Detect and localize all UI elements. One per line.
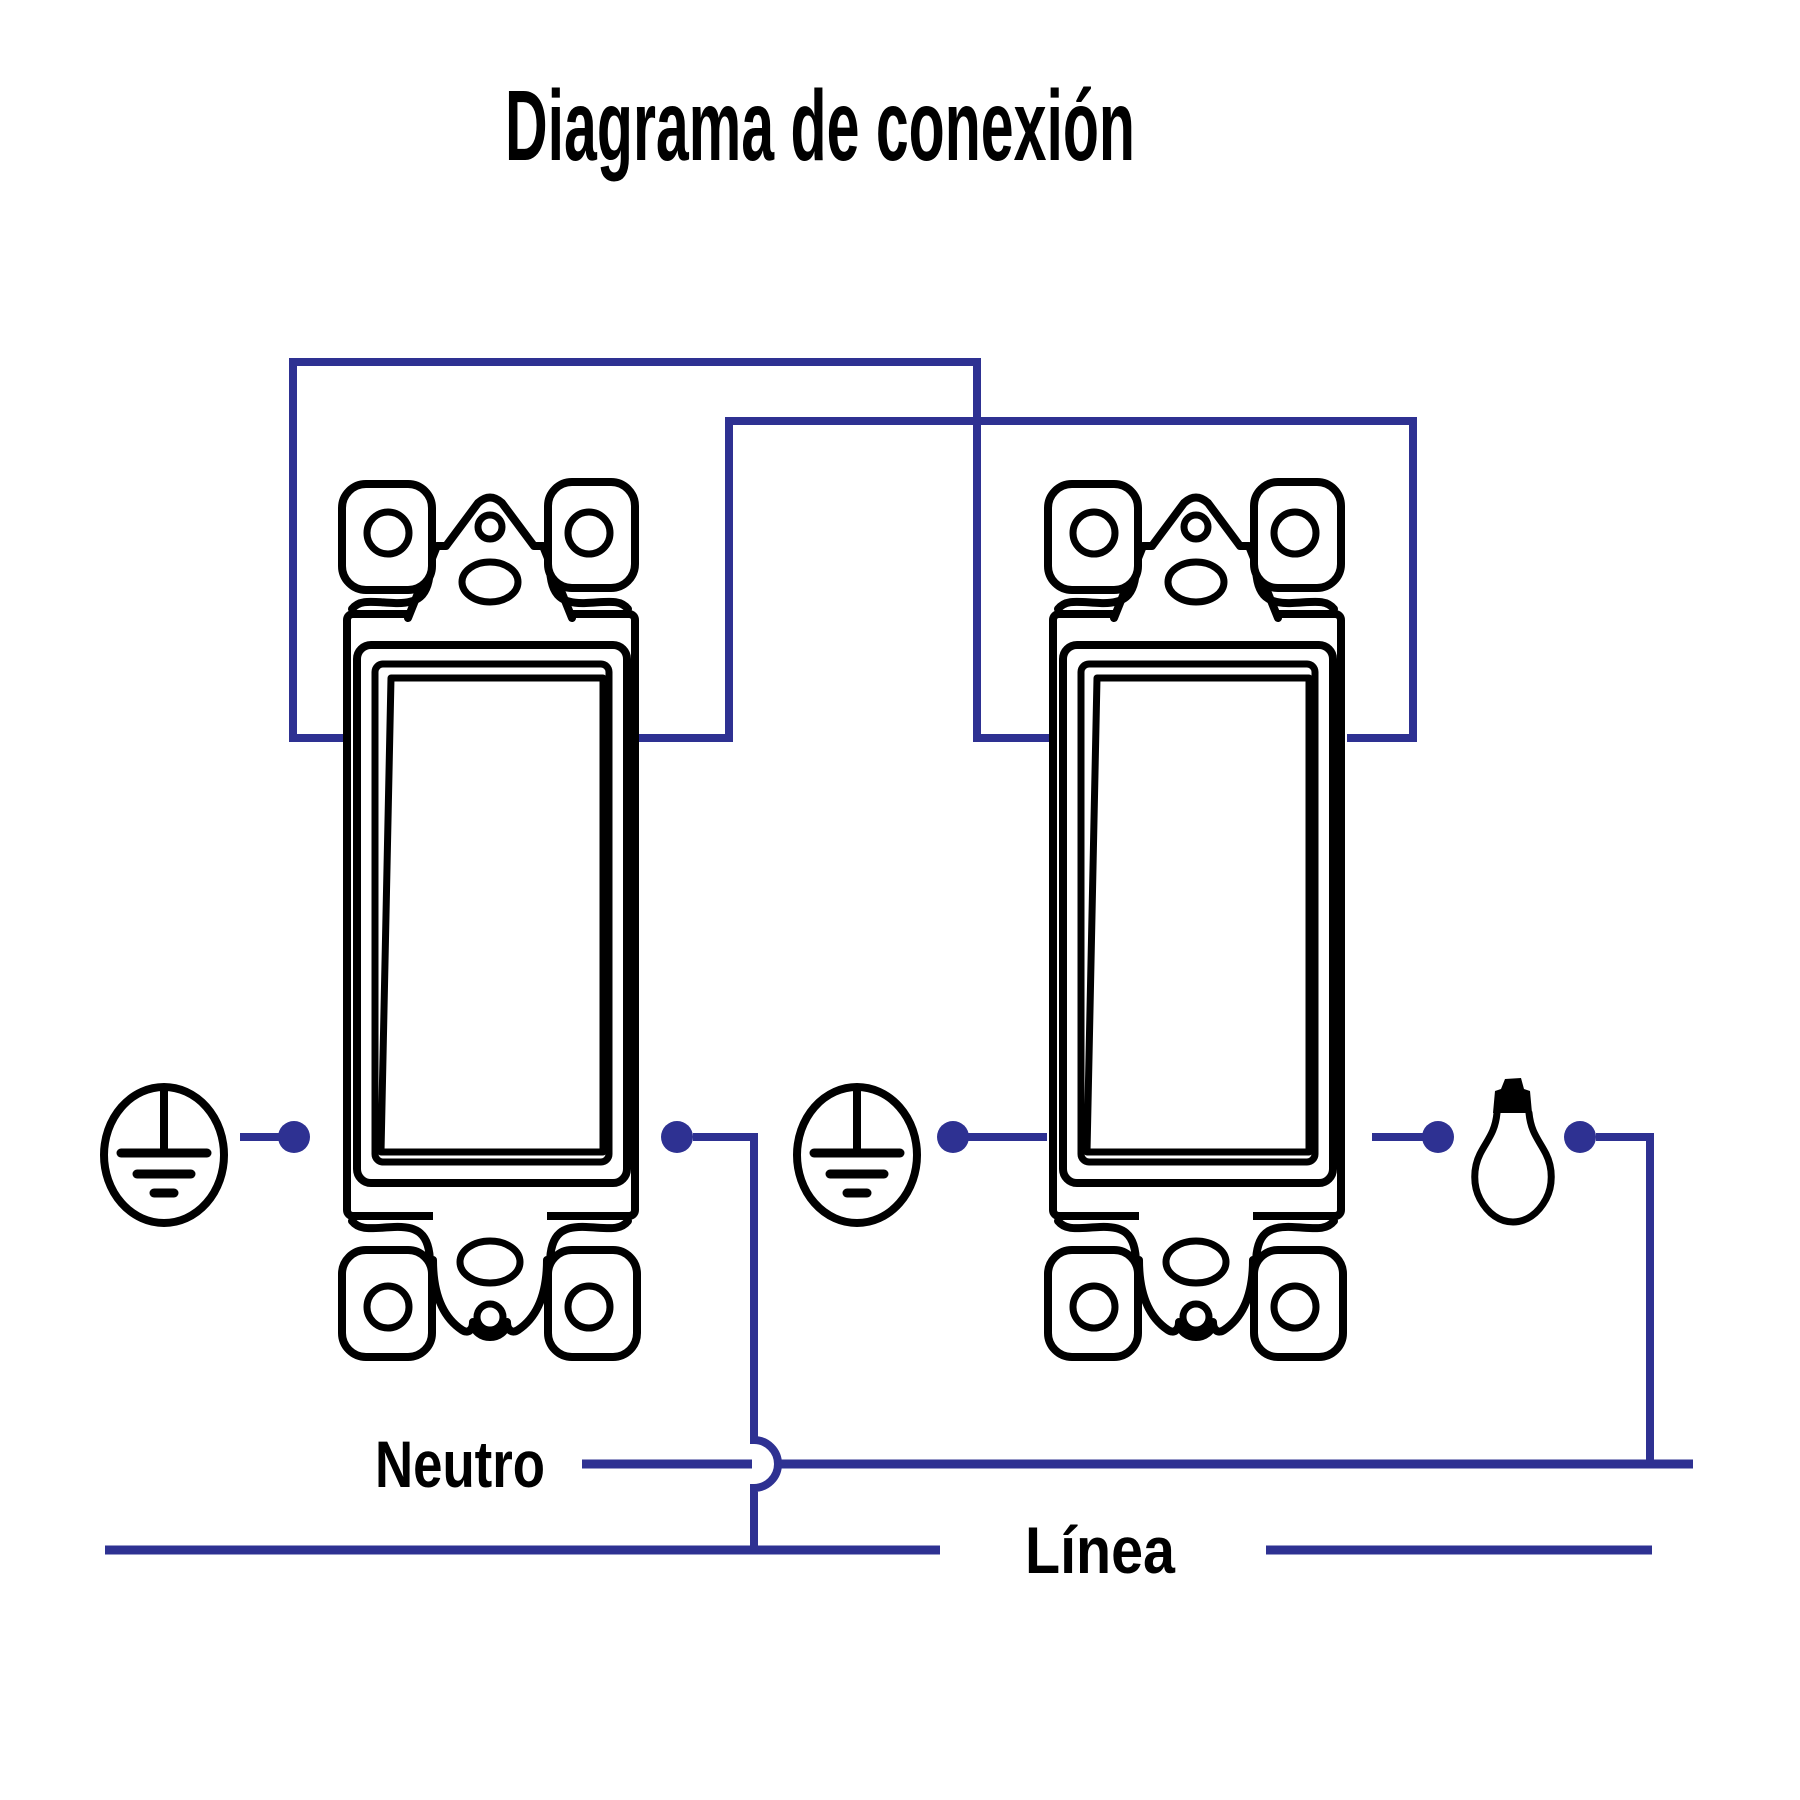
wire-traveler-2 (637, 417, 1417, 742)
ground-symbol-left-icon (104, 1087, 224, 1223)
terminal-dot-right-ground (937, 1121, 969, 1153)
terminal-dot-left-ground (278, 1121, 310, 1153)
wire-common-to-line (693, 1133, 782, 1554)
light-bulb-icon (1471, 1078, 1555, 1226)
ground-symbol-right-icon (797, 1087, 917, 1223)
switch-right (1048, 482, 1343, 1357)
terminal-dot-left-common (661, 1121, 693, 1153)
terminal-dot-bulb-left (1422, 1121, 1454, 1153)
wire-bulb-to-neutral (1596, 1133, 1654, 1460)
neutral-label: Neutro (375, 1427, 545, 1501)
wire-traveler-1 (289, 358, 1049, 742)
line-label: Línea (1025, 1513, 1176, 1587)
switch-left (342, 482, 637, 1357)
page-title: Diagrama de conexión (505, 70, 1135, 182)
terminal-dot-bulb-right (1564, 1121, 1596, 1153)
